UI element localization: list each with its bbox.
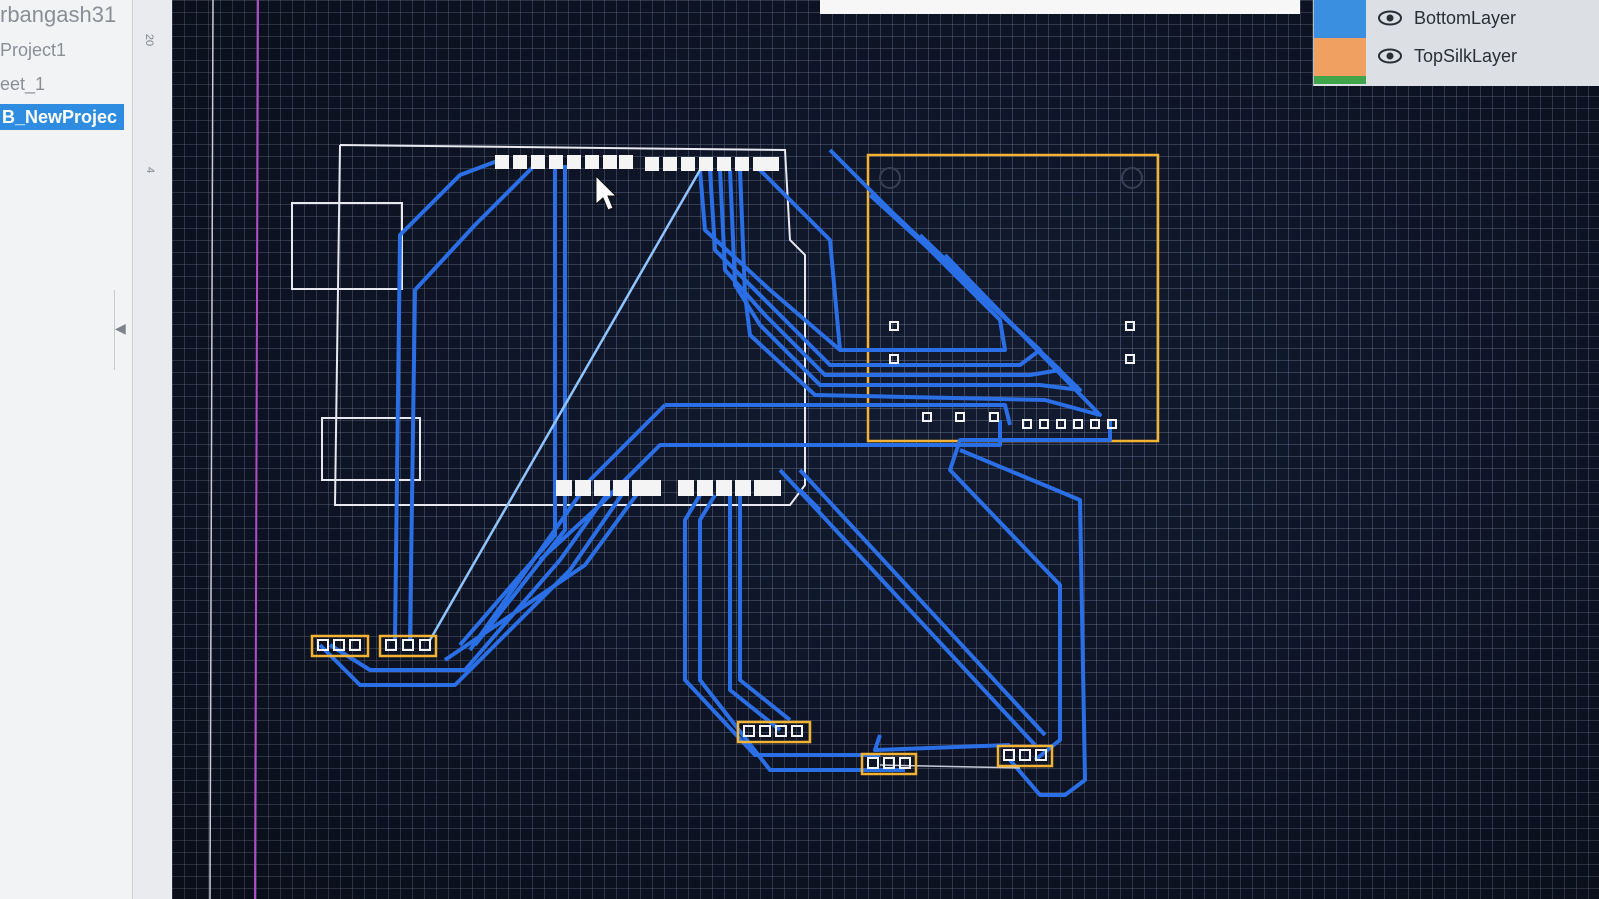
module-outline xyxy=(333,144,806,506)
silk-rect xyxy=(321,417,421,481)
layer-row-bottom[interactable]: BottomLayer xyxy=(1314,0,1599,38)
layer-name: BottomLayer xyxy=(1414,8,1517,28)
toolbar-strip xyxy=(820,0,1300,14)
silkscreen xyxy=(291,144,806,506)
mouse-pointer-icon xyxy=(595,174,618,211)
tree-item-user[interactable]: rbangash31 xyxy=(0,2,117,27)
vertical-ruler: 20 4 xyxy=(132,0,173,899)
layer-color-swatch[interactable] xyxy=(1314,0,1366,38)
board-pads[interactable] xyxy=(889,321,1135,429)
guide-line xyxy=(254,0,259,899)
ruler-label: 4 xyxy=(144,166,157,174)
eye-icon[interactable] xyxy=(1378,48,1402,64)
guide-line xyxy=(209,0,214,899)
ruler-label: 20 xyxy=(143,33,156,47)
layer-color-swatch[interactable] xyxy=(1314,38,1366,76)
mount-hole xyxy=(1121,167,1143,189)
layer-row-topsilk[interactable]: TopSilkLayer xyxy=(1314,38,1599,84)
silk-rect xyxy=(291,202,403,290)
pcb-canvas[interactable] xyxy=(172,0,1599,899)
project-tree-panel: rbangash31 Project1 eet_1 B_NewProjec ◀ xyxy=(0,0,132,899)
layers-panel: BottomLayer TopSilkLayer xyxy=(1313,0,1599,86)
pcb-drawing[interactable] xyxy=(172,0,1599,899)
traces[interactable] xyxy=(318,148,1112,797)
eye-icon[interactable] xyxy=(1378,10,1402,26)
pads[interactable] xyxy=(495,155,781,496)
layer-color-swatch xyxy=(1314,76,1366,84)
tree-item-sheet[interactable]: eet_1 xyxy=(0,74,46,94)
tree-item-project[interactable]: Project1 xyxy=(0,40,67,60)
connectors[interactable] xyxy=(310,634,1054,776)
ratsnest-line[interactable] xyxy=(879,764,1021,769)
mount-hole xyxy=(879,167,901,189)
layer-name: TopSilkLayer xyxy=(1414,46,1518,66)
tree-item-pcb-selected[interactable]: B_NewProjec xyxy=(0,104,124,130)
ratsnest-line[interactable] xyxy=(428,169,702,641)
collapse-handle[interactable]: ◀ xyxy=(114,290,127,370)
chevron-left-icon[interactable]: ◀ xyxy=(115,320,126,336)
